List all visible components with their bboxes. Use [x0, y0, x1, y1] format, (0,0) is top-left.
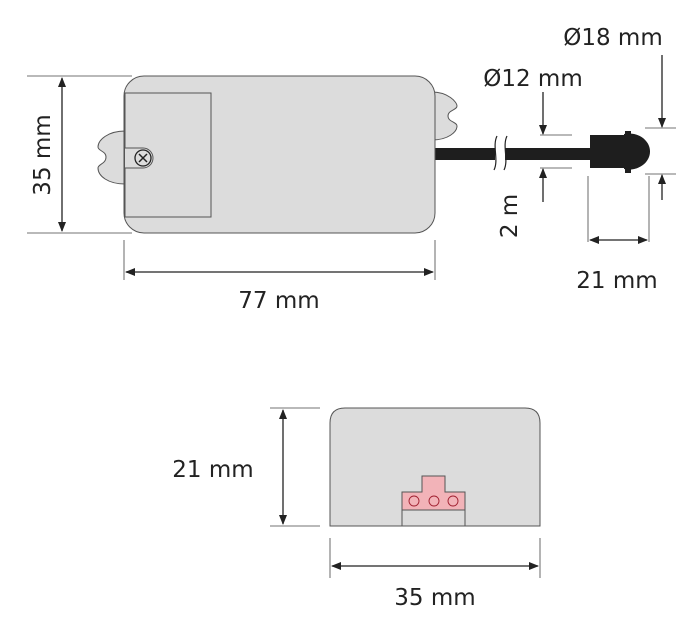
terminal-holes [408, 495, 459, 507]
height-label: 35 mm [30, 114, 56, 195]
cable-diameter-label: Ø12 mm [483, 66, 583, 92]
cable-length-label: 2 m [497, 194, 523, 238]
left-mounting-tab [97, 130, 126, 185]
end-height-label: 21 mm [172, 457, 253, 483]
end-view: 21 mm 35 mm [172, 407, 541, 611]
sensor-diameter-label: Ø18 mm [563, 25, 663, 51]
sensor-head [590, 131, 651, 173]
cable-break-icon [493, 135, 508, 171]
end-width-label: 35 mm [394, 585, 475, 611]
length-label: 77 mm [238, 288, 319, 314]
screw-icon [134, 149, 152, 167]
end-body [329, 407, 541, 527]
cable [433, 148, 593, 160]
right-mounting-tab [431, 91, 458, 141]
top-view: 35 mm 77 mm 2 m Ø12 mm Ø18 mm 21 mm [27, 25, 676, 314]
sensor-length-label: 21 mm [576, 268, 657, 294]
terminal-block [401, 475, 466, 511]
